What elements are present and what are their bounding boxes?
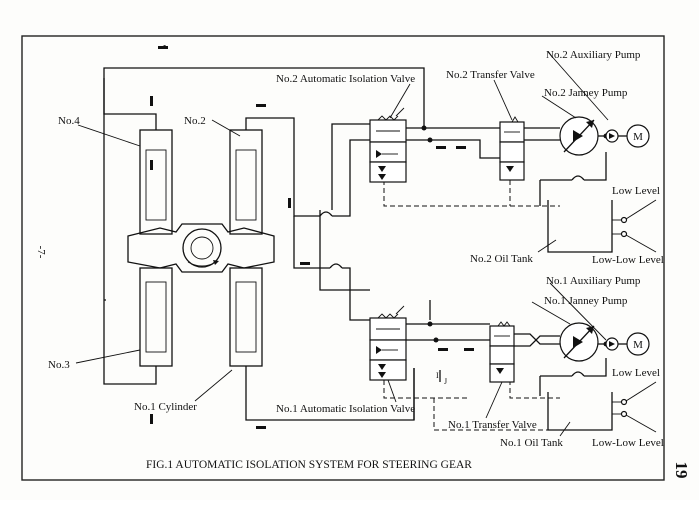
label-no1-cylinder: No.1 Cylinder <box>134 401 197 413</box>
no1-isolation-valve <box>369 305 407 381</box>
cylinder-no4 <box>139 129 173 235</box>
label-no1-isolation-valve: No.1 Automatic Isolation Valve <box>276 403 415 415</box>
label-no2: No.2 <box>184 115 206 127</box>
label-low-low-level-top: Low-Low Level <box>592 254 664 266</box>
label-no2-transfer-valve: No.2 Transfer Valve <box>446 69 535 81</box>
label-no3: No.3 <box>48 359 70 371</box>
side-page-number: -7- <box>35 246 47 259</box>
label-no1-janney-pump: No.1 Janney Pump <box>544 295 628 307</box>
cylinder-assembly <box>127 129 275 367</box>
no1-transfer-valve <box>489 321 515 383</box>
label-no2-aux-pump: No.2 Auxiliary Pump <box>546 49 641 61</box>
svg-text:J: J <box>444 377 447 386</box>
no1-pump-unit: M <box>559 322 650 362</box>
label-low-low-level-bottom: Low-Low Level <box>592 437 664 449</box>
label-no4: No.4 <box>58 115 80 127</box>
leader-lines <box>75 51 609 437</box>
no1-motor-label: M <box>633 339 643 351</box>
figure-caption: FIG.1 AUTOMATIC ISOLATION SYSTEM FOR STE… <box>146 459 472 471</box>
no2-pump-unit: M <box>559 116 650 156</box>
label-no2-oil-tank: No.2 Oil Tank <box>470 253 533 265</box>
flow-arrows <box>150 45 474 429</box>
no1-oil-tank <box>547 381 657 433</box>
label-low-level-bottom: Low Level <box>612 367 660 379</box>
cylinder-no1 <box>229 267 263 367</box>
page-border <box>21 35 665 481</box>
rapson-slide-crosshead <box>127 223 275 273</box>
no2-transfer-valve <box>499 116 525 181</box>
label-no2-janney-pump: No.2 Janney Pump <box>544 87 628 99</box>
svg-text:I: I <box>436 371 439 380</box>
label-no1-transfer-valve: No.1 Transfer Valve <box>448 419 537 431</box>
no2-isolation-valve <box>369 107 407 183</box>
label-no1-aux-pump: No.1 Auxiliary Pump <box>546 275 641 287</box>
label-no2-isolation-valve: No.2 Automatic Isolation Valve <box>276 73 415 85</box>
corner-page-number: 19 <box>672 462 691 479</box>
rudder-stock <box>182 228 222 268</box>
label-low-level-top: Low Level <box>612 185 660 197</box>
no2-motor-label: M <box>633 131 643 143</box>
labels: No.4 No.2 No.3 No.1 Cylinder No.2 Automa… <box>48 49 664 449</box>
cylinder-no3 <box>139 267 173 367</box>
cylinder-no2 <box>229 129 263 235</box>
label-no1-oil-tank: No.1 Oil Tank <box>500 437 563 449</box>
no2-oil-tank <box>547 199 657 253</box>
pipework: I J <box>103 67 612 431</box>
